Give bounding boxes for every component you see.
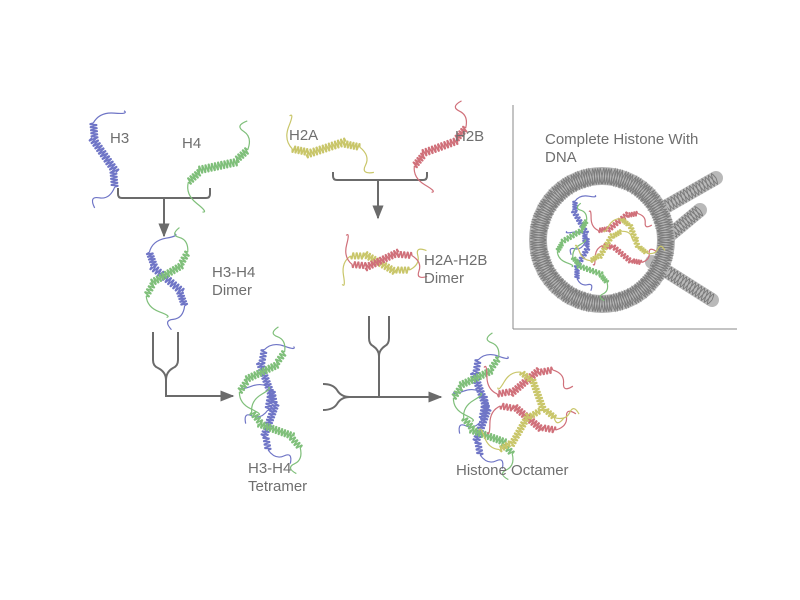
- complete-histone-label-line1: Complete Histone With: [545, 131, 699, 148]
- octamer-h4-a: [451, 332, 501, 422]
- nucleosome-histone-6: [603, 217, 666, 255]
- complete-histone-label: Complete Histone With DNA: [545, 131, 698, 167]
- nucleosome-histone-7: [574, 229, 640, 263]
- octamer-h3-b: [453, 388, 504, 469]
- h3-h4-merge-connector: [117, 188, 211, 199]
- dimer-pair-to-tetramer-arrow: [152, 332, 235, 402]
- h4-protein: [187, 120, 251, 213]
- nucleosome-histone-4: [588, 210, 653, 234]
- nucleosome-histone-3: [570, 239, 610, 302]
- dimer-h2a-protein: [341, 248, 427, 286]
- protein-structures: [88, 100, 580, 481]
- h2a-h2b-merge-connector: [332, 172, 428, 181]
- tetramer-h4-b: [249, 386, 303, 475]
- h3-label: H3: [110, 130, 130, 147]
- h2b-protein: [412, 100, 468, 193]
- tetramer-to-octamer-arrow: [322, 383, 443, 403]
- histone-octamer-label: Histone Octamer: [456, 462, 569, 479]
- octamer-h4-b: [461, 392, 515, 481]
- octamer-h2b-a: [483, 365, 574, 398]
- octamer-h2a-a: [497, 370, 580, 420]
- h2a-h2b-dimer-label-line2: Dimer: [424, 270, 464, 287]
- h4-label: H4: [182, 135, 202, 152]
- assembly-connectors: [117, 172, 443, 411]
- nucleosome-core-histones: [555, 194, 666, 302]
- complete-histone-label-line2: DNA: [545, 149, 577, 166]
- dimer-h4-protein: [144, 227, 190, 319]
- h2a-protein: [286, 114, 374, 174]
- inset-frame: [512, 105, 737, 330]
- h2a-h2b-dimer-pair-connector: [368, 316, 380, 397]
- h2a-label: H2A: [289, 127, 319, 144]
- dimer-h2b-protein: [345, 234, 428, 279]
- nucleosome-illustration: [529, 167, 723, 313]
- tetramer-h4-a: [237, 326, 287, 416]
- octamer-h2a-b: [478, 407, 565, 453]
- h3-h4-tetramer-label-line1: H3-H4: [248, 460, 292, 477]
- dimer-h3-protein: [145, 233, 189, 331]
- h3-h4-tetramer-label-line2: Tetramer: [248, 478, 308, 495]
- h2a-h2b-dimer-label-line1: H2A-H2B: [424, 252, 488, 269]
- h2b-label: H2B: [455, 128, 485, 145]
- h3-h4-dimer-label-line2: Dimer: [212, 282, 252, 299]
- nucleosome-histone-2: [555, 202, 589, 268]
- h2a-h2b-dimer-label: H2A-H2B Dimer: [424, 252, 487, 288]
- h3-h4-dimer-label-line1: H3-H4: [212, 264, 256, 281]
- dna-wrap-ring: [529, 167, 675, 313]
- h3-protein: [88, 110, 126, 209]
- h3-h4-tetramer-label: H3-H4 Tetramer: [248, 460, 307, 496]
- h3-h4-dimer-label: H3-H4 Dimer: [212, 264, 255, 300]
